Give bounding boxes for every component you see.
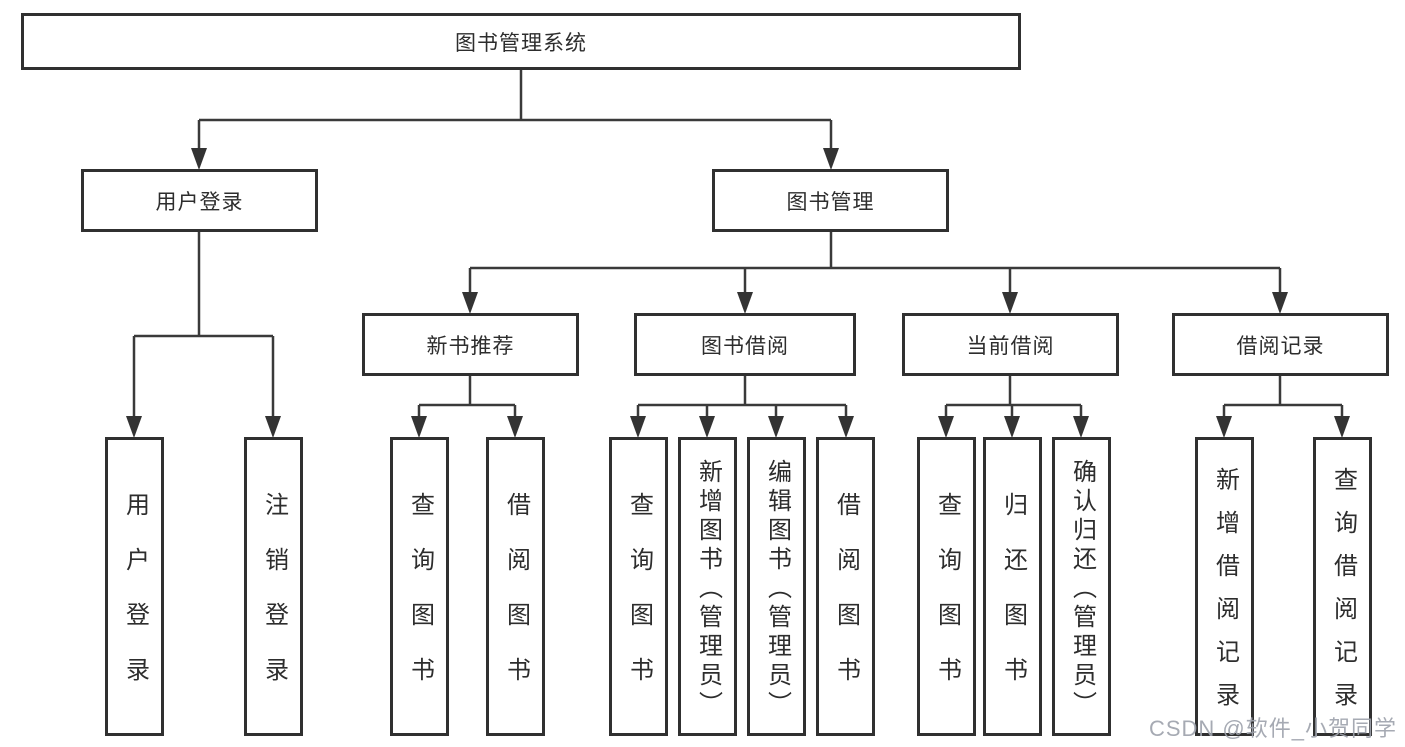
node-user-login-action: 用户登录 — [105, 437, 164, 736]
node-confirm-return-admin: 确认归还（管理员） — [1052, 437, 1111, 736]
arrow-down-icon — [411, 416, 427, 438]
node-label: 新增借阅记录 — [1211, 467, 1239, 725]
node-add-borrow-record: 新增借阅记录 — [1195, 437, 1254, 736]
node-label: 图书管理系统 — [455, 31, 587, 55]
arrow-down-icon — [1073, 416, 1089, 438]
node-label: 编辑图书（管理员） — [763, 458, 791, 720]
watermark-text: CSDN @软件_小贺同学 — [1148, 716, 1397, 741]
node-logout-action: 注销登录 — [244, 437, 303, 736]
node-add-books-admin: 新增图书（管理员） — [678, 437, 737, 736]
node-edit-books-admin: 编辑图书（管理员） — [747, 437, 806, 736]
node-label: 注销登录 — [260, 492, 288, 712]
arrow-down-icon — [1216, 416, 1232, 438]
node-book-borrowing: 图书借阅 — [634, 313, 856, 376]
node-query-borrow-record: 查询借阅记录 — [1313, 437, 1372, 736]
arrowheads — [126, 148, 1350, 438]
node-query-books-borrow: 查询图书 — [609, 437, 668, 736]
node-label: 用户登录 — [121, 492, 149, 712]
node-return-books: 归还图书 — [983, 437, 1042, 736]
node-label: 用户登录 — [155, 190, 244, 214]
arrow-down-icon — [1002, 292, 1018, 314]
node-book-management: 图书管理 — [712, 169, 949, 232]
node-current-borrowing: 当前借阅 — [902, 313, 1119, 376]
arrow-down-icon — [265, 416, 281, 438]
node-label: 当前借阅 — [966, 334, 1055, 358]
arrow-down-icon — [462, 292, 478, 314]
arrow-down-icon — [191, 148, 207, 170]
node-label: 借阅图书 — [832, 492, 860, 712]
node-label: 借阅图书 — [502, 492, 530, 712]
node-label: 图书借阅 — [701, 334, 789, 358]
node-label: 查询图书 — [933, 492, 961, 712]
node-label: 确认归还（管理员） — [1068, 458, 1096, 720]
node-label: 图书管理 — [786, 190, 875, 214]
arrow-down-icon — [938, 416, 954, 438]
node-query-books-recommend: 查询图书 — [390, 437, 449, 736]
node-borrowing-records: 借阅记录 — [1172, 313, 1389, 376]
arrow-down-icon — [507, 416, 523, 438]
node-label: 新增图书（管理员） — [694, 458, 722, 720]
node-query-books-current: 查询图书 — [917, 437, 976, 736]
node-label: 借阅记录 — [1236, 334, 1325, 358]
arrow-down-icon — [768, 416, 784, 438]
arrow-down-icon — [1004, 416, 1020, 438]
node-book-management-system: 图书管理系统 — [21, 13, 1021, 70]
arrow-down-icon — [630, 416, 646, 438]
arrow-down-icon — [838, 416, 854, 438]
arrow-down-icon — [1334, 416, 1350, 438]
arrow-down-icon — [823, 148, 839, 170]
arrow-down-icon — [1272, 292, 1288, 314]
node-label: 查询图书 — [625, 492, 653, 712]
node-user-login: 用户登录 — [81, 169, 318, 232]
node-new-book-recommendation: 新书推荐 — [362, 313, 579, 376]
node-borrow-books: 借阅图书 — [816, 437, 875, 736]
node-borrow-books-recommend: 借阅图书 — [486, 437, 545, 736]
node-label: 查询借阅记录 — [1329, 467, 1357, 725]
node-label: 归还图书 — [999, 492, 1027, 712]
arrow-down-icon — [737, 292, 753, 314]
arrow-down-icon — [126, 416, 142, 438]
node-label: 查询图书 — [406, 492, 434, 712]
arrow-down-icon — [699, 416, 715, 438]
node-label: 新书推荐 — [426, 334, 515, 358]
